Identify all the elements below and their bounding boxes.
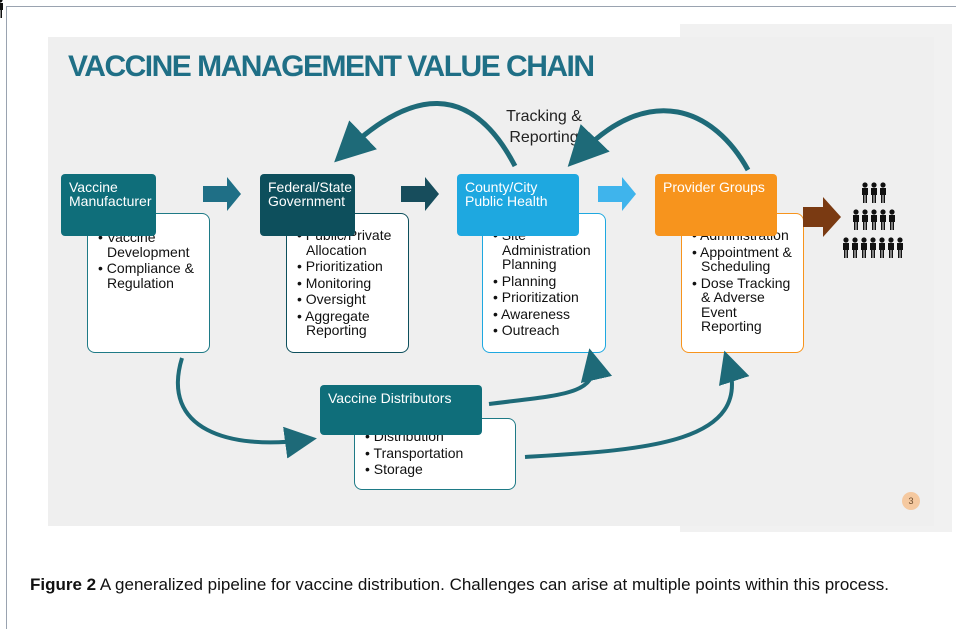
tracking-arrow-right xyxy=(567,108,751,172)
public-health-header: County/City Public Health xyxy=(457,174,579,236)
figure-caption: Figure 2 A generalized pipeline for vacc… xyxy=(30,574,940,595)
brown-arrow-icon xyxy=(803,197,841,237)
government-card: Public/Private Allocation Prioritization… xyxy=(286,213,409,353)
caption-label: Figure 2 xyxy=(30,575,97,594)
tracking-reporting-label: Tracking & Reporting xyxy=(506,108,582,146)
distributors-to-health-arrow xyxy=(488,348,613,406)
list-item: Prioritization xyxy=(493,290,601,305)
list-item: Dose Tracking & Adverse Event Reporting xyxy=(692,275,799,334)
government-header: Federal/State Government xyxy=(260,174,355,236)
list-item: Storage xyxy=(365,462,509,477)
distributors-to-provider-arrow xyxy=(524,350,750,459)
list-item: Outreach xyxy=(493,323,601,338)
manufacturer-header: Vaccine Manufacturer xyxy=(61,174,156,236)
tracking-arrow-left xyxy=(334,101,518,168)
flow-arrow-icon xyxy=(203,177,241,211)
list-item: Oversight xyxy=(297,292,402,307)
flow-arrow-icon xyxy=(401,177,439,211)
manufacturer-to-distributors-arrow xyxy=(175,357,317,459)
manufacturer-card: Vaccine Development Compliance & Regulat… xyxy=(87,213,210,353)
flow-arrow-icon xyxy=(598,177,636,211)
list-item: Compliance & Regulation xyxy=(98,261,203,290)
figure-frame xyxy=(6,6,956,629)
list-item: Appointment & Scheduling xyxy=(692,244,799,274)
provider-header: Provider Groups xyxy=(655,174,777,236)
list-item: Planning xyxy=(493,273,601,289)
list-item: Transportation xyxy=(365,445,509,461)
list-item: Monitoring xyxy=(297,275,402,291)
caption-text: A generalized pipeline for vaccine distr… xyxy=(99,575,889,594)
public-health-card: Site Administration Planning Planning Pr… xyxy=(482,213,606,353)
list-item: Prioritization xyxy=(297,259,402,274)
slide-title: VACCINE MANAGEMENT VALUE CHAIN xyxy=(68,50,595,83)
page-number: 3 xyxy=(902,492,920,510)
distributors-header: Vaccine Distributors xyxy=(320,385,482,435)
list-item: Awareness xyxy=(493,306,601,322)
provider-card: Administration Appointment & Scheduling … xyxy=(681,213,804,353)
list-item: Aggregate Reporting xyxy=(297,308,402,338)
people-group-icon xyxy=(0,0,903,258)
